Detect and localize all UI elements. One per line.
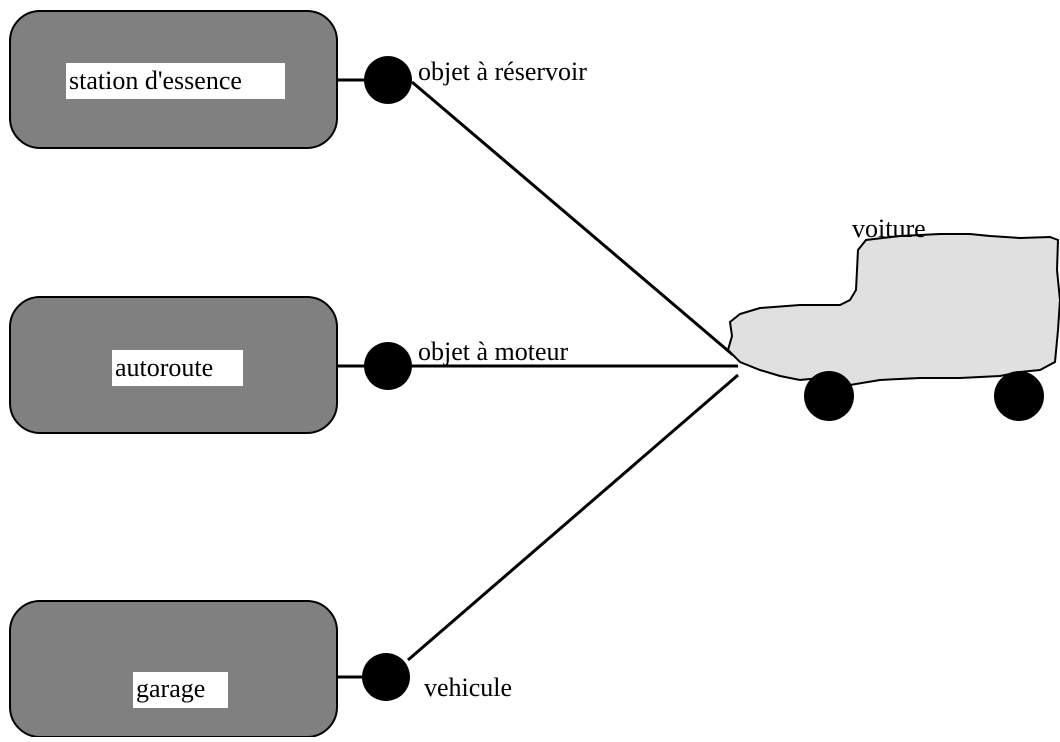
- car-body: [726, 233, 1060, 387]
- label-bg-garage: [133, 672, 228, 708]
- interface-label-reservoir: objet à réservoir: [418, 57, 587, 86]
- label-station-essence: station d'essence: [69, 66, 242, 95]
- car-label: voiture: [852, 214, 926, 243]
- interface-label-moteur: objet à moteur: [418, 337, 569, 366]
- label-bg-station-essence: [66, 63, 285, 99]
- label-autoroute: autoroute: [115, 353, 213, 382]
- label-bg-autoroute: [112, 350, 243, 386]
- component-station-essence: station d'essence objet à réservoir: [9, 10, 587, 149]
- interface-dot-moteur: [364, 342, 412, 390]
- connector-vehicule: [407, 373, 739, 662]
- car-wheel-rear: [994, 371, 1044, 421]
- interface-dot-reservoir: [364, 56, 412, 104]
- car-wheel-front: [804, 371, 854, 421]
- box-garage: [9, 600, 338, 738]
- interface-dot-vehicule: [362, 653, 410, 701]
- interface-label-vehicule: vehicule: [424, 673, 512, 702]
- component-garage: garage vehicule: [9, 600, 512, 738]
- connector-reservoir: [411, 80, 734, 357]
- component-autoroute: autoroute objet à moteur: [9, 296, 569, 434]
- car-object: voiture: [726, 214, 1060, 421]
- label-garage: garage: [136, 674, 205, 703]
